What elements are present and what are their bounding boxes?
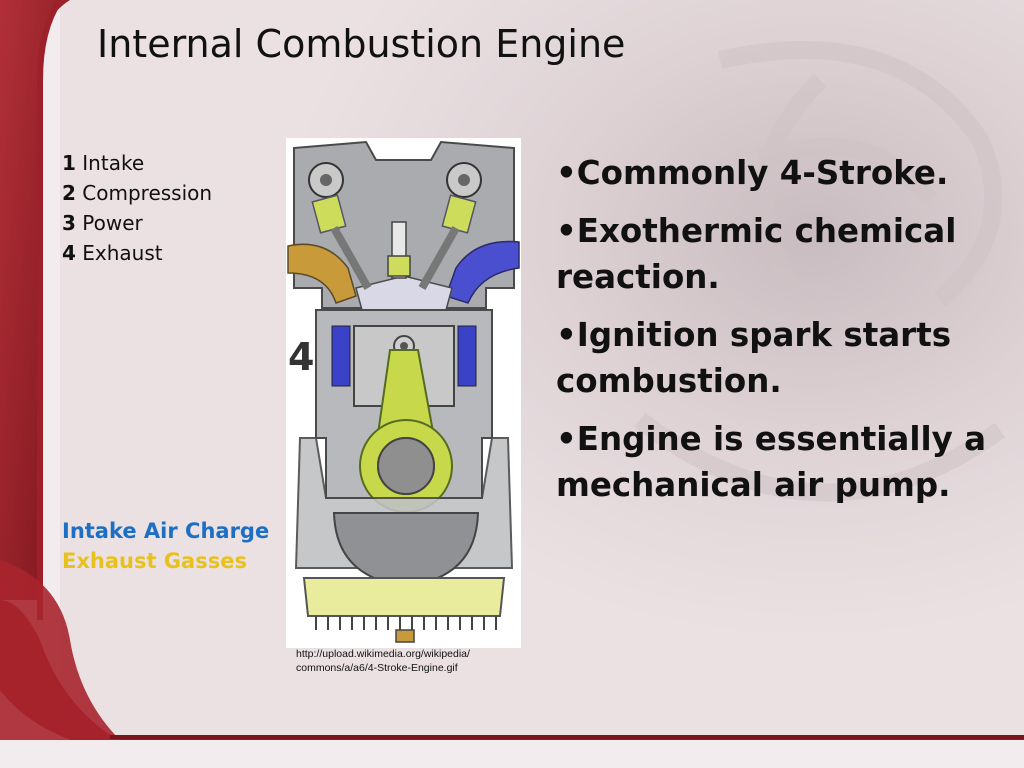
engine-diagram: 4 bbox=[286, 138, 521, 648]
legend-intake: Intake Air Charge bbox=[62, 519, 270, 543]
stroke-list: 1 Intake 2 Compression 3 Power 4 Exhaust bbox=[62, 148, 212, 268]
stroke-item: 1 Intake bbox=[62, 151, 145, 175]
bullet-item: •Exothermic chemical reaction. bbox=[556, 212, 957, 296]
image-source-caption: http://upload.wikimedia.org/wikipedia/ c… bbox=[296, 648, 470, 674]
bullet-item: •Commonly 4-Stroke. bbox=[556, 154, 949, 192]
stroke-item: 2 Compression bbox=[62, 181, 213, 205]
bullet-item: •Engine is essentially a mechanical air … bbox=[556, 420, 987, 504]
stroke-item: 3 Power bbox=[62, 211, 143, 235]
slide-title: Internal Combustion Engine bbox=[97, 22, 626, 66]
legend-exhaust: Exhaust Gasses bbox=[62, 549, 247, 573]
bullet-list: •Commonly 4-Stroke. •Exothermic chemical… bbox=[556, 150, 1006, 520]
color-legend: Intake Air Charge Exhaust Gasses bbox=[62, 516, 269, 576]
bullet-item: •Ignition spark starts combustion. bbox=[556, 316, 952, 400]
stroke-number-indicator: 4 bbox=[288, 335, 314, 379]
stroke-item: 4 Exhaust bbox=[62, 241, 163, 265]
